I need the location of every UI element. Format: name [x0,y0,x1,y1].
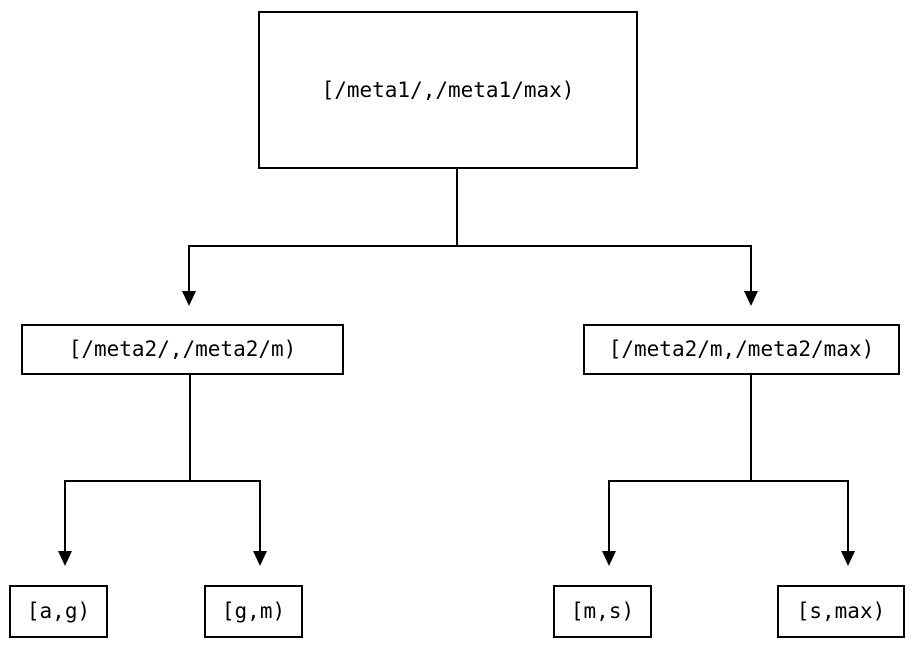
arrowhead-mid-left-to-leaf-gm [253,551,267,566]
edge-mid-right-to-leaf-smax-drop [847,480,849,553]
edge-mid-left-stem [189,375,191,482]
edge-mid-right-to-leaf-ms-drop [608,480,610,553]
node-mid-right[interactable]: [/meta2/m,/meta2/max) [583,324,900,375]
edge-mid-left-to-leaf-ag-drop [64,480,66,553]
node-root[interactable]: [/meta1/,/meta1/max) [258,11,638,169]
arrowhead-mid-left-to-leaf-ag [58,551,72,566]
edge-mid-right-bar [608,480,849,482]
edge-mid-right-stem [750,375,752,482]
edge-mid-left-bar [64,480,261,482]
edge-mid-left-to-leaf-gm-drop [259,480,261,553]
arrowhead-mid-right-to-leaf-smax [841,551,855,566]
node-mid-left[interactable]: [/meta2/,/meta2/m) [21,324,344,375]
edge-root-bar [188,245,752,247]
node-mid-right-label: [/meta2/m,/meta2/max) [608,337,875,361]
node-leaf-ms-label: [m,s) [570,599,635,623]
node-leaf-smax[interactable]: [s,max) [777,585,905,638]
node-leaf-ag-label: [a,g) [26,599,91,623]
node-root-label: [/meta1/,/meta1/max) [321,77,575,102]
edge-root-stem [456,169,458,247]
edge-root-to-mid-right-drop [750,245,752,293]
arrowhead-root-to-mid-left [182,291,196,306]
arrowhead-root-to-mid-right [744,291,758,306]
node-leaf-ms[interactable]: [m,s) [553,585,652,638]
node-mid-left-label: [/meta2/,/meta2/m) [68,337,297,361]
edge-root-to-mid-left-drop [188,245,190,293]
node-leaf-gm[interactable]: [g,m) [204,585,303,638]
node-leaf-ag[interactable]: [a,g) [9,585,108,638]
node-leaf-gm-label: [g,m) [221,599,286,623]
node-leaf-smax-label: [s,max) [796,599,886,623]
arrowhead-mid-right-to-leaf-ms [602,551,616,566]
